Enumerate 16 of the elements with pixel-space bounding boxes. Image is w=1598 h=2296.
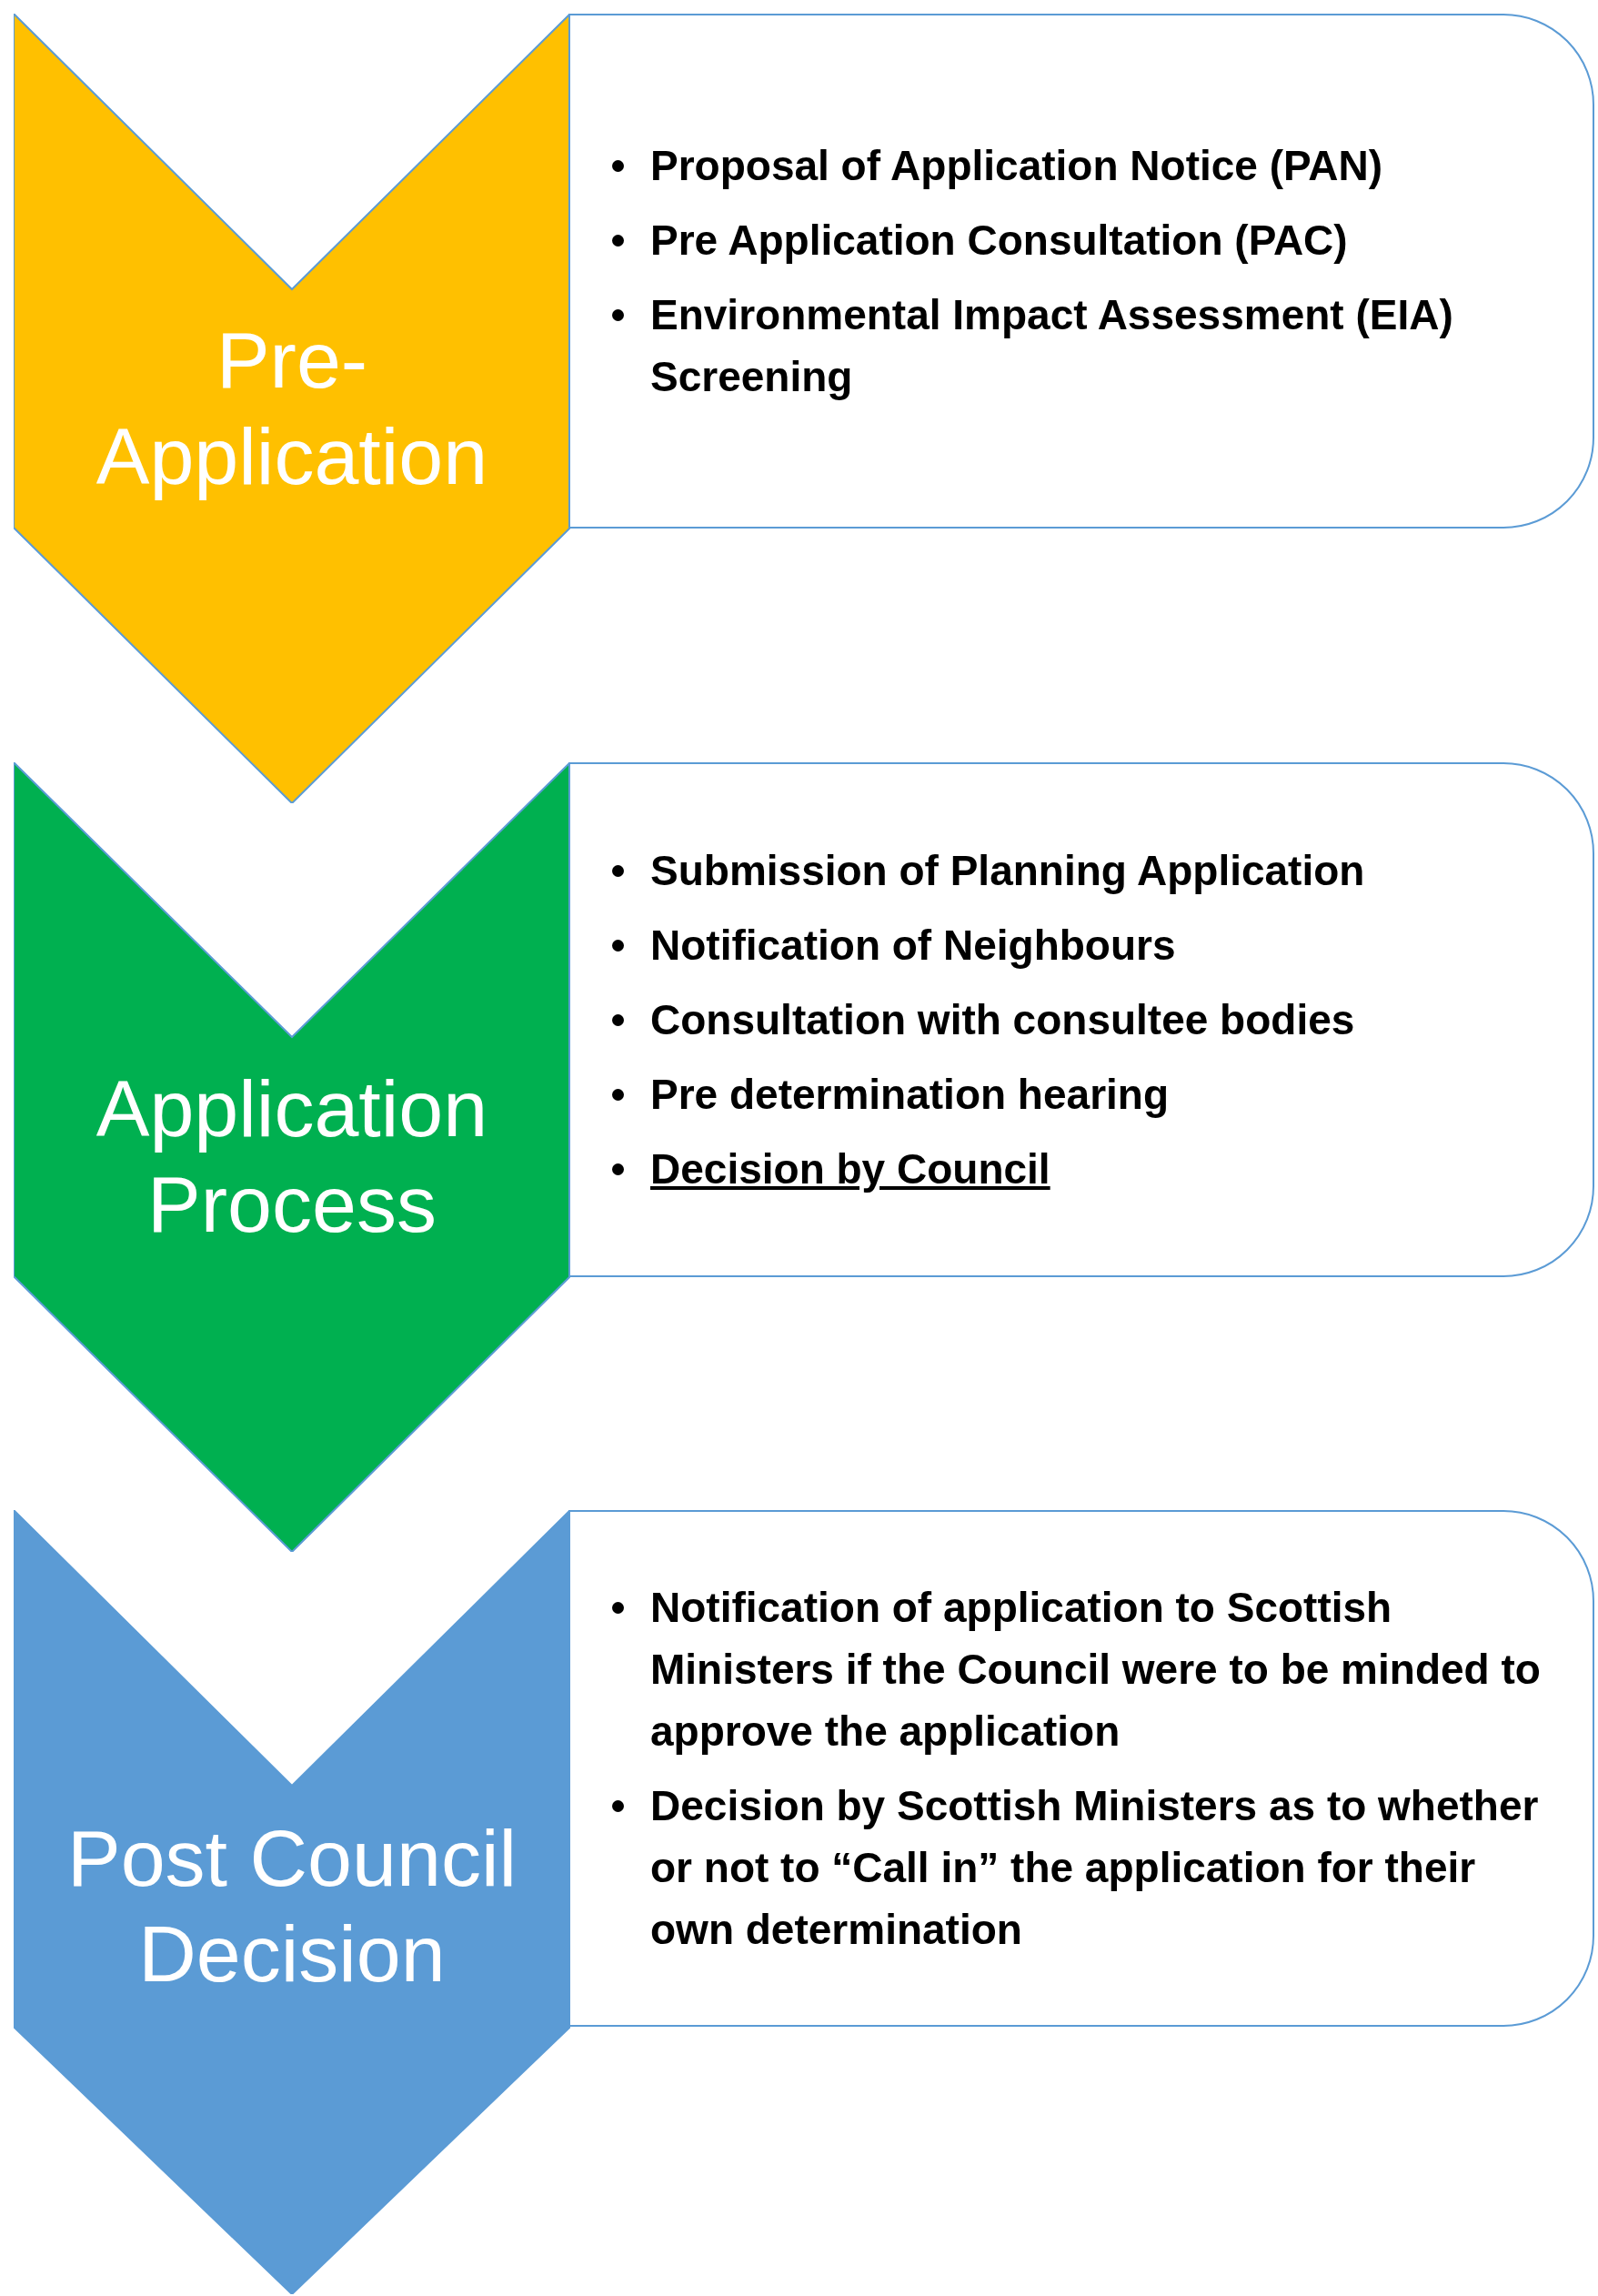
bullet-point: Notification of Neighbours [607,914,1565,976]
bullet-point: Pre determination hearing [607,1063,1565,1125]
stage-details-box [568,1510,1594,2027]
stage-label: Application Process [95,1062,489,1252]
bullet-point: Environmental Impact Assessment (EIA) Screening [607,284,1565,408]
bullet-point: Notification of application to Scottish Ministers if the Council were to be minded to approve the application [607,1576,1565,1762]
stage-label: Pre- Application [95,314,489,503]
bullet-point: Decision by Scottish Ministers as to whether or not to “Call in” the application for their own determination [607,1775,1565,1960]
stage-details-box [568,14,1594,529]
bullet-point: Submission of Planning Application [607,840,1565,901]
bullet-point: Decision by Council [607,1138,1565,1200]
bullet-point: Pre Application Consultation (PAC) [607,209,1565,271]
stage-details-box [568,762,1594,1277]
stage-label: Post Council Decision [66,1811,518,2001]
bullet-point: Consultation with consultee bodies [607,989,1565,1051]
bullet-point: Proposal of Application Notice (PAN) [607,135,1565,196]
